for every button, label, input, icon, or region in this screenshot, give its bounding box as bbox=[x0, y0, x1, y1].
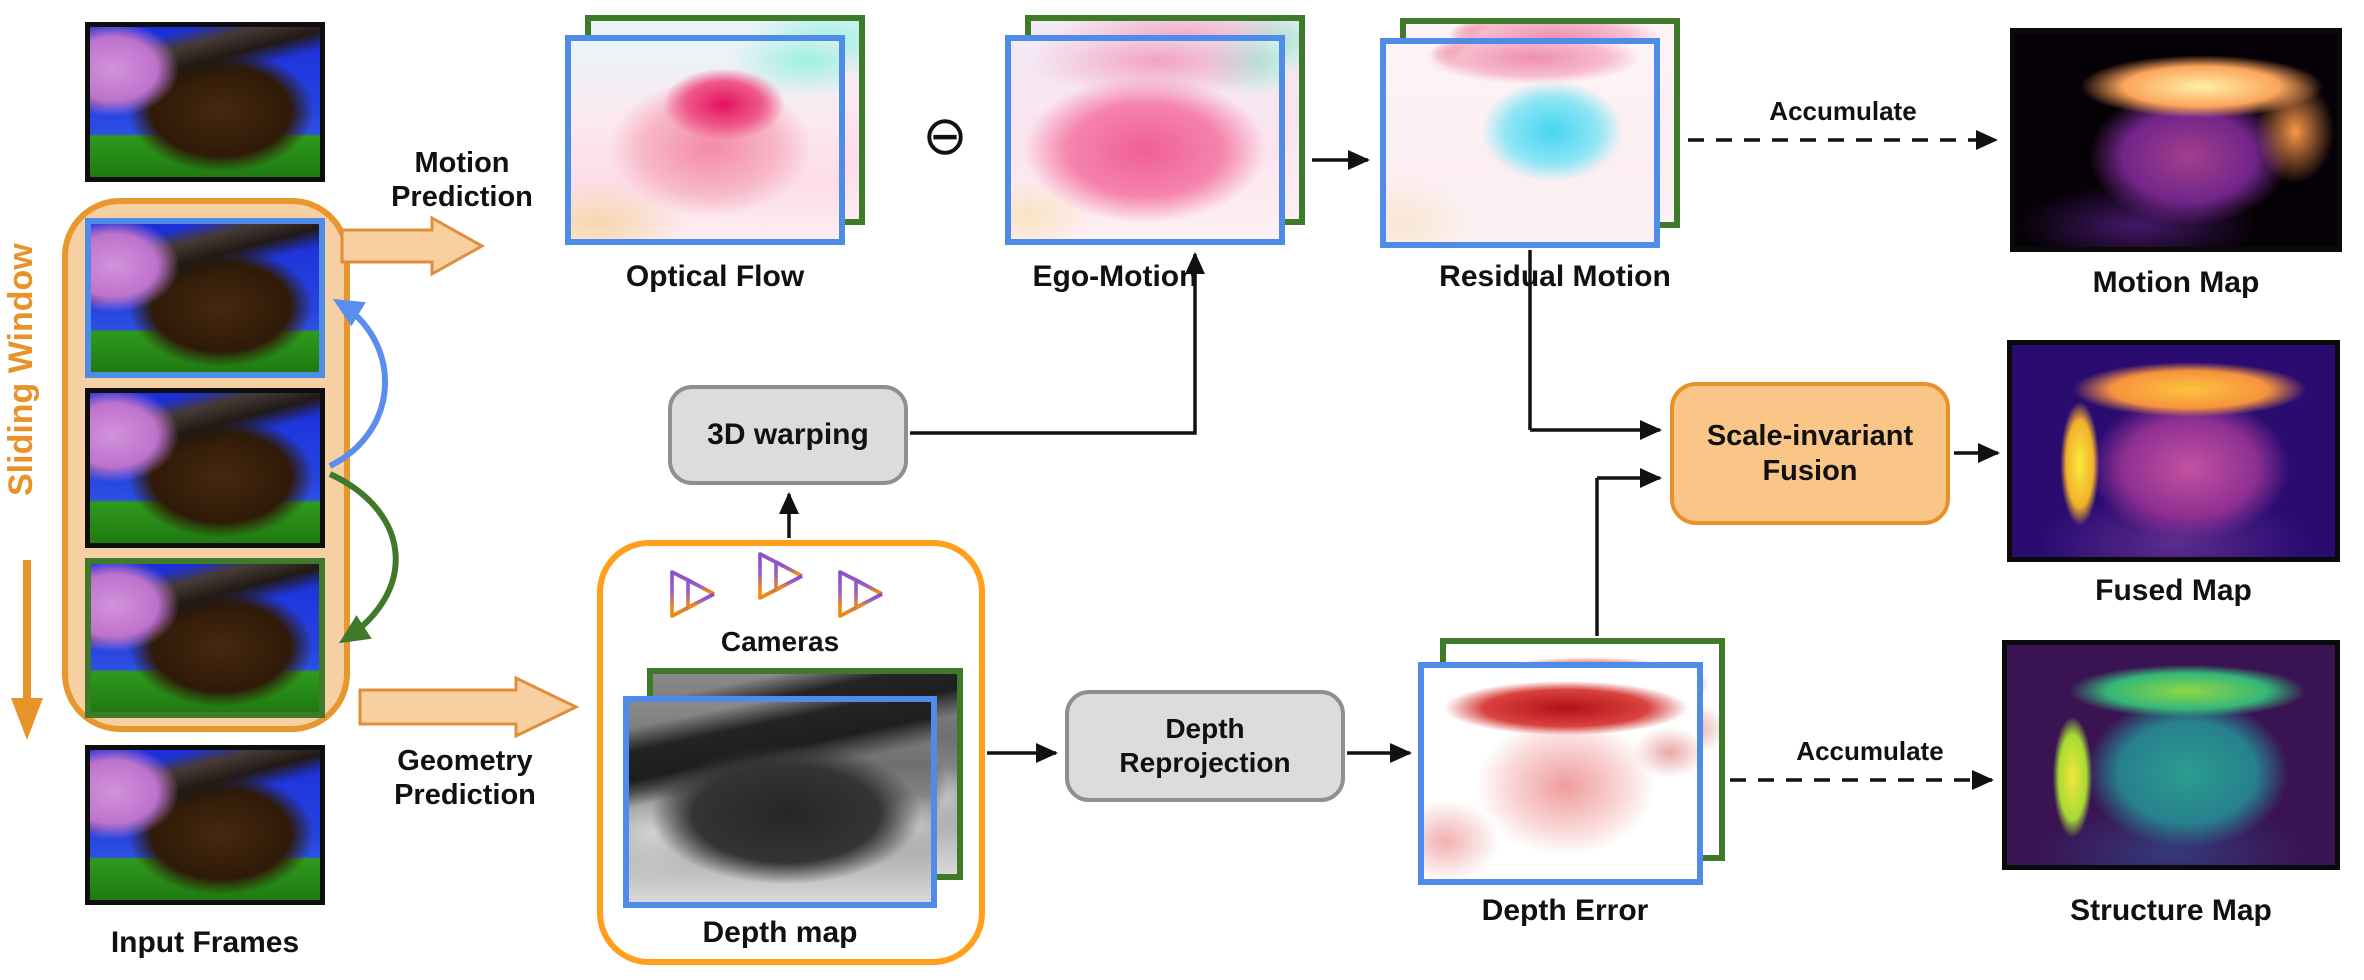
structure-map-label: Structure Map bbox=[2070, 894, 2272, 927]
motion-prediction-label: Motion Prediction bbox=[352, 146, 572, 214]
geometry-prediction-line2: Prediction bbox=[394, 779, 536, 811]
structure-map-image bbox=[2002, 640, 2340, 870]
depth-map-image bbox=[623, 696, 937, 908]
camera-frustum-icon bbox=[670, 570, 716, 618]
camera-frustum-icon bbox=[758, 552, 804, 600]
fusion-box-line1: Scale-invariant bbox=[1706, 419, 1914, 452]
sliding-window-arrow bbox=[11, 560, 43, 740]
warping-box: 3D warping bbox=[668, 385, 908, 485]
depth-reprojection-box: Depth Reprojection bbox=[1065, 690, 1345, 802]
minus-operator-icon: ⊖ bbox=[922, 106, 968, 166]
depth-error-label: Depth Error bbox=[1481, 894, 1649, 927]
ego-motion-image bbox=[1005, 35, 1285, 245]
warping-box-label: 3D warping bbox=[707, 418, 869, 451]
camera-frustum-icon bbox=[838, 570, 884, 618]
optical-flow-image bbox=[565, 35, 845, 245]
input-frame-4-green bbox=[85, 558, 325, 718]
motion-prediction-arrow bbox=[340, 215, 486, 277]
motion-prediction-line1: Motion bbox=[414, 147, 510, 179]
fused-map-image bbox=[2007, 340, 2340, 562]
input-frame-3 bbox=[85, 388, 325, 548]
input-frame-2-blue bbox=[85, 218, 325, 378]
cameras-label: Cameras bbox=[720, 626, 840, 657]
depth-map-label: Depth map bbox=[702, 916, 858, 949]
frame-pair-arc-green bbox=[328, 471, 399, 644]
motion-map-image bbox=[2010, 28, 2342, 252]
ego-motion-label: Ego-Motion bbox=[1032, 260, 1198, 293]
frame-pair-arc-blue bbox=[328, 298, 388, 469]
geometry-prediction-label: Geometry Prediction bbox=[355, 744, 575, 812]
input-frame-5 bbox=[85, 745, 325, 905]
fused-map-label: Fused Map bbox=[2095, 574, 2252, 607]
input-frames-label: Input Frames bbox=[110, 926, 300, 959]
input-frame-1 bbox=[85, 22, 325, 182]
accumulate-top-label: Accumulate bbox=[1769, 96, 1917, 126]
warping-to-ego-arrow bbox=[910, 252, 1205, 435]
depth-error-image bbox=[1418, 662, 1703, 885]
fusion-box-line2: Fusion bbox=[1762, 454, 1858, 487]
fusion-box: Scale-invariant Fusion bbox=[1670, 382, 1950, 525]
geometry-prediction-line1: Geometry bbox=[397, 745, 533, 777]
depth-reprojection-line2: Reprojection bbox=[1119, 747, 1291, 778]
accumulate-bottom-label: Accumulate bbox=[1796, 736, 1944, 766]
depth-reprojection-line1: Depth bbox=[1165, 713, 1245, 744]
optical-flow-label: Optical Flow bbox=[625, 260, 805, 293]
residual-motion-label: Residual Motion bbox=[1439, 260, 1671, 293]
motion-map-label: Motion Map bbox=[2092, 266, 2260, 299]
residual-motion-image bbox=[1380, 38, 1660, 248]
geometry-prediction-arrow bbox=[358, 675, 580, 739]
motion-prediction-line2: Prediction bbox=[391, 181, 533, 213]
